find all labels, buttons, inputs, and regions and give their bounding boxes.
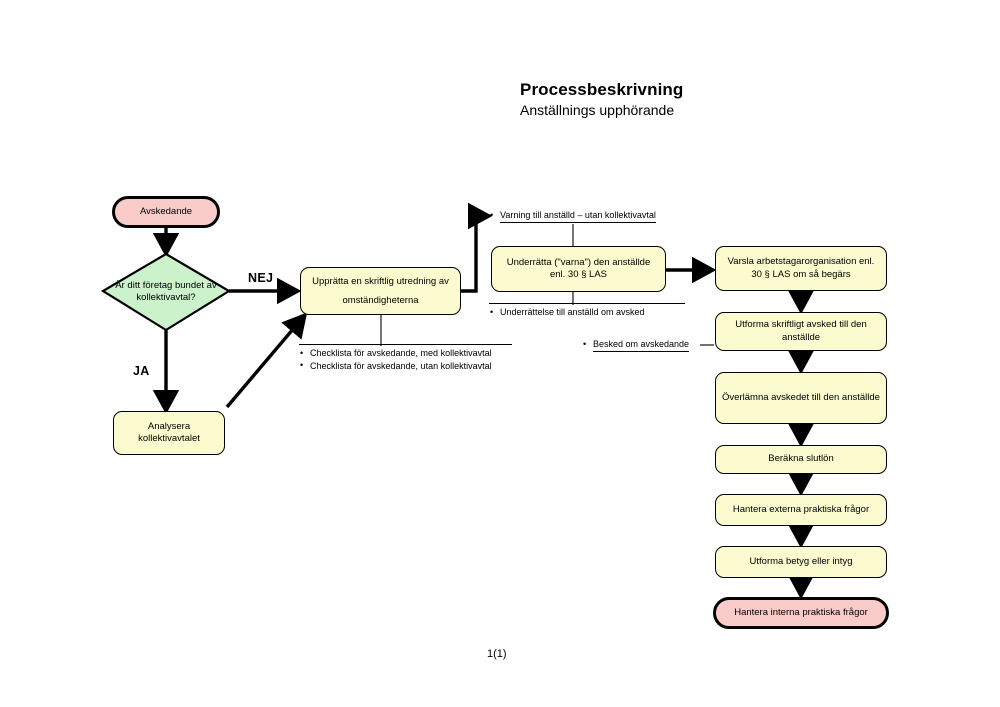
- node-interna[interactable]: Hantera interna praktiska frågor: [713, 597, 889, 629]
- node-externa[interactable]: Hantera externa praktiska frågor: [715, 494, 887, 526]
- branch-label-ja: JA: [133, 364, 150, 378]
- node-betyg-label: Utforma betyg eller intyg: [749, 555, 853, 567]
- node-berakna[interactable]: Beräkna slutlön: [715, 445, 887, 474]
- node-analysera[interactable]: Analysera kollektivavtalet: [113, 411, 225, 455]
- node-interna-label: Hantera interna praktiska frågor: [734, 606, 868, 618]
- edge-upprätta-varning: [461, 202, 493, 293]
- node-varsla[interactable]: Varsla arbetstagarorganisation enl. 30 §…: [715, 246, 887, 291]
- annotation-checklista-item-2: Checklista för avskedande, utan kollekti…: [299, 359, 512, 373]
- branch-label-nej: NEJ: [248, 271, 274, 285]
- annotation-checklista-item-1: Checklista för avskedande, med kollektiv…: [299, 347, 512, 360]
- node-underratta-label: Underrätta ("varna") den anställde enl. …: [506, 256, 651, 281]
- node-betyg[interactable]: Utforma betyg eller intyg: [715, 546, 887, 578]
- node-start-label: Avskedande: [139, 205, 193, 217]
- annotation-varning-item: Varning till anställd – utan kollektivav…: [489, 209, 656, 223]
- node-externa-label: Hantera externa praktiska frågor: [732, 503, 870, 515]
- node-analysera-label: Analysera kollektivavtalet: [138, 420, 200, 445]
- node-upprätta-label: Upprätta en skriftlig utredning av omstä…: [312, 276, 449, 306]
- annotation-underrattelse-item: Underrättelse till anställd om avsked: [489, 306, 685, 319]
- annotation-varning: Varning till anställd – utan kollektivav…: [489, 209, 656, 223]
- annotation-besked: Besked om avskedande: [582, 338, 690, 352]
- annotation-checklista: Checklista för avskedande, med kollektiv…: [299, 344, 512, 372]
- node-utforma-avsked[interactable]: Utforma skriftligt avsked till den anstä…: [715, 312, 887, 351]
- node-decision[interactable]: Är ditt företag bundet av kollektivavtal…: [103, 254, 229, 330]
- node-start[interactable]: Avskedande: [112, 196, 220, 228]
- edge-analysera-upprätta: [225, 312, 308, 409]
- node-overlamna[interactable]: Överlämna avskedet till den anställde: [715, 372, 887, 424]
- annotation-besked-text: Besked om avskedande: [593, 338, 690, 352]
- page-title: Processbeskrivning: [520, 80, 684, 99]
- annotation-varning-text: Varning till anställd – utan kollektivav…: [500, 209, 656, 223]
- node-upprätta[interactable]: Upprätta en skriftlig utredning av omstä…: [300, 267, 461, 315]
- node-berakna-label: Beräkna slutlön: [768, 453, 834, 465]
- page-subtitle: Anställnings upphörande: [520, 102, 675, 118]
- title-block: Processbeskrivning Anställnings upphöran…: [520, 80, 940, 119]
- node-utforma-avsked-label: Utforma skriftligt avsked till den anstä…: [735, 319, 867, 343]
- node-varsla-label: Varsla arbetstagarorganisation enl. 30 §…: [727, 256, 875, 280]
- page-footer: 1(1): [487, 648, 507, 660]
- annotation-besked-item: Besked om avskedande: [582, 338, 690, 352]
- node-overlamna-label: Överlämna avskedet till den anställde: [722, 391, 880, 403]
- annotation-underrattelse: Underrättelse till anställd om avsked: [489, 303, 685, 319]
- node-decision-label: Är ditt företag bundet av kollektivavtal…: [115, 279, 217, 304]
- node-underratta[interactable]: Underrätta ("varna") den anställde enl. …: [491, 246, 666, 292]
